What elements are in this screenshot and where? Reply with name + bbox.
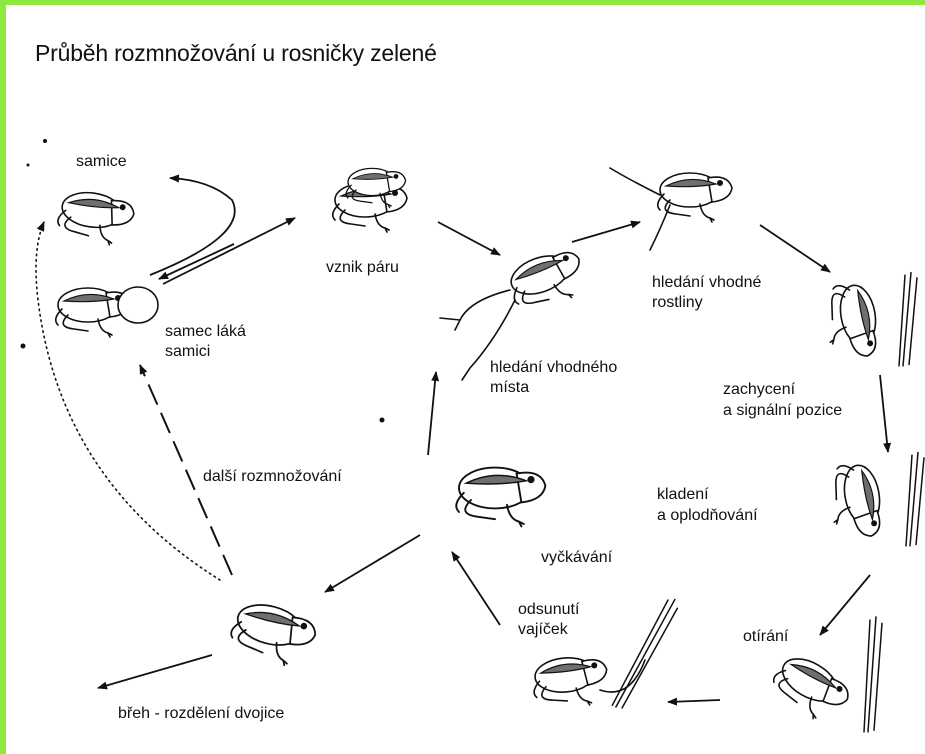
frog-icon-otirani — [766, 649, 855, 729]
arrow-icon — [438, 222, 500, 255]
plant-stem-icon-odsunuti — [612, 594, 680, 713]
label-kladeni-2: a oplodňování — [657, 505, 758, 526]
arrow-icon — [159, 244, 234, 279]
label-odsunuti-2: vajíček — [518, 619, 568, 640]
arrow-icon — [98, 655, 212, 688]
label-breh: břeh - rozdělení dvojice — [118, 703, 284, 724]
frog-icon-kladeni — [825, 460, 886, 542]
label-kladeni-1: kladení — [657, 484, 709, 505]
arrow-icon — [760, 225, 830, 272]
frog-icon-breh — [227, 598, 320, 671]
label-hledani-mista-2: místa — [490, 377, 529, 398]
label-zachyceni-1: zachycení — [723, 379, 795, 400]
frog-icon-hledani-rostliny — [658, 173, 732, 222]
arrow-icon — [428, 372, 436, 455]
plant-stem-icon-otirani — [864, 617, 882, 732]
label-vyckavani: vyčkávání — [541, 547, 612, 568]
plant-stem-icon-zachyceni — [899, 272, 917, 366]
arrow-icon — [452, 552, 500, 625]
label-vznik-paru: vznik páru — [326, 257, 399, 278]
frog-icon-samice — [56, 189, 136, 248]
label-hledani-mista-1: hledání vhodného — [490, 357, 617, 378]
arrow-icon — [572, 222, 640, 242]
arrow-icon — [820, 575, 870, 635]
label-samec-2: samici — [165, 341, 210, 362]
label-odsunuti-1: odsunutí — [518, 599, 579, 620]
label-hledani-rostliny-1: hledání vhodné — [652, 272, 761, 293]
label-dalsi-rozmnozovani: další rozmnožování — [203, 466, 342, 487]
label-zachyceni-2: a signální pozice — [723, 400, 842, 421]
frog-icon-zachyceni — [821, 280, 882, 362]
frog-icon-vyckavani — [456, 468, 545, 527]
label-samec-1: samec láká — [165, 321, 246, 342]
arrow-icon — [150, 178, 235, 275]
label-samice: samice — [76, 151, 127, 172]
arrow-icon — [325, 535, 420, 592]
frog-icon-odsunuti — [531, 654, 609, 709]
label-otirani: otírání — [743, 626, 788, 647]
dotted-return-line — [36, 222, 220, 580]
arrow-icon — [668, 700, 720, 702]
vocal-sac-icon — [118, 287, 158, 323]
arrow-icon — [880, 375, 888, 452]
label-hledani-rostliny-2: rostliny — [652, 292, 703, 313]
plant-stem-icon-kladeni — [906, 452, 924, 546]
frog-icon-hledani-mista — [504, 245, 591, 316]
